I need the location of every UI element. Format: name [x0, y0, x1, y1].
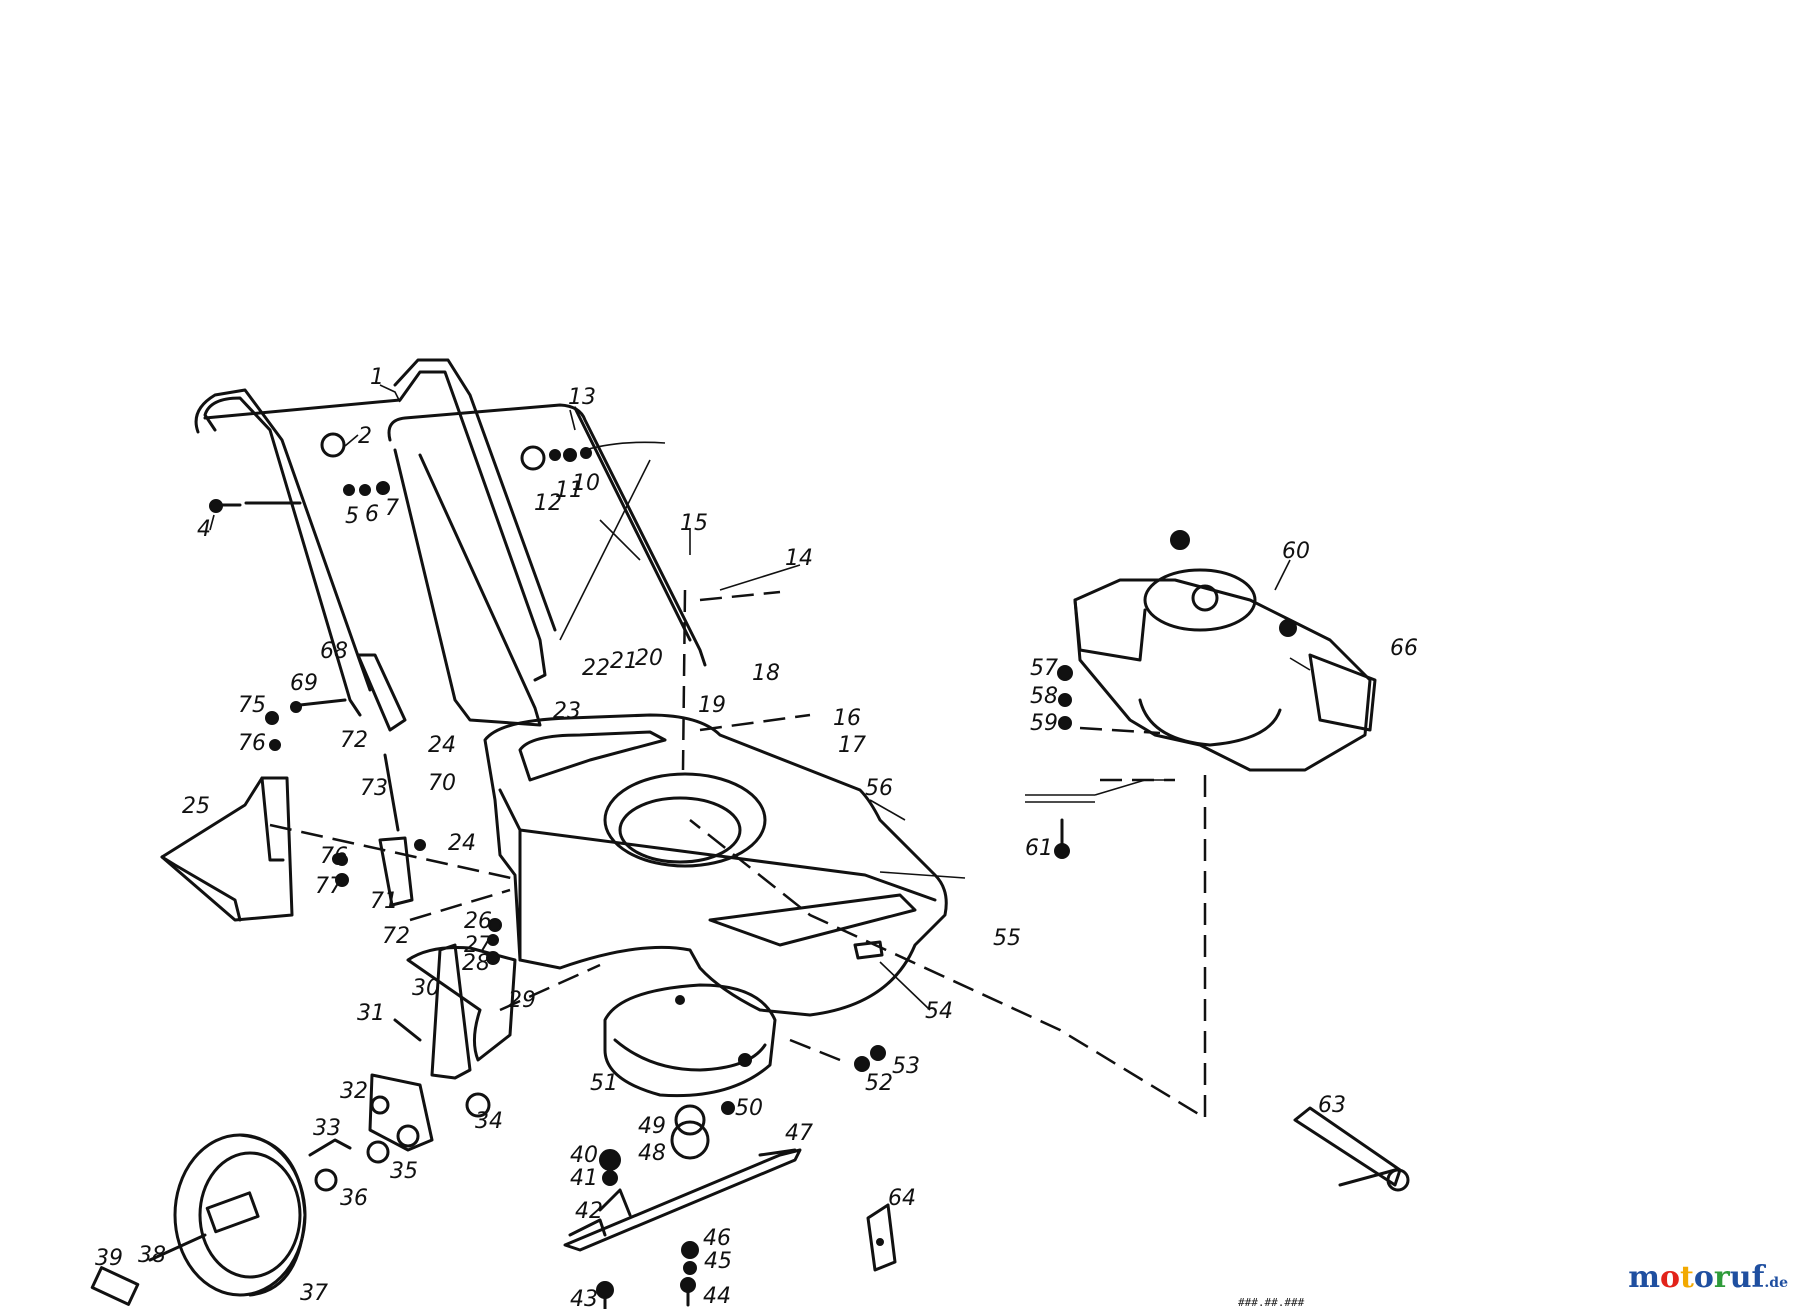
brand-suffix: .de: [1764, 1275, 1788, 1291]
part-label-40: 40: [570, 1143, 598, 1168]
part-label-11: 11: [555, 478, 583, 503]
discharge-flap: [160, 711, 349, 922]
part-label-72-lower: 72: [382, 924, 410, 949]
part-label-30: 30: [412, 976, 440, 1001]
accessories: [866, 1106, 1410, 1272]
height-adjust-assembly: [290, 653, 517, 1192]
part-label-63: 63: [1318, 1093, 1346, 1118]
assembly-lines: [269, 589, 1207, 1121]
part-label-4: 4: [197, 517, 211, 542]
part-label-73: 73: [360, 776, 388, 801]
part-label-10: 10: [572, 471, 600, 496]
part-label-5: 5: [345, 504, 359, 529]
part-label-47: 47: [785, 1121, 813, 1146]
part-label-41: 41: [570, 1166, 598, 1191]
part-label-27: 27: [464, 933, 492, 958]
part-label-22: 22: [582, 656, 610, 681]
part-label-52: 52: [865, 1071, 893, 1096]
part-label-18: 18: [752, 661, 780, 686]
part-label-33: 33: [313, 1116, 341, 1141]
part-label-24-lower: 24: [448, 831, 476, 856]
part-label-26: 26: [464, 909, 492, 934]
leader-lines: [209, 384, 1311, 1011]
part-label-15: 15: [680, 511, 708, 536]
part-label-37: 37: [300, 1281, 328, 1306]
part-label-61: 61: [1025, 836, 1053, 861]
part-label-76-lower: 76: [320, 844, 348, 869]
part-label-56: 56: [865, 776, 893, 801]
part-label-58: 58: [1030, 684, 1058, 709]
part-label-39: 39: [95, 1246, 123, 1271]
part-label-53: 53: [892, 1054, 920, 1079]
part-label-46: 46: [703, 1226, 731, 1251]
brand-logo: motoruf.de: [1628, 1260, 1788, 1295]
part-label-51: 51: [590, 1071, 618, 1096]
part-label-16: 16: [833, 706, 861, 731]
part-label-77: 77: [315, 874, 343, 899]
part-label-1: 1: [370, 365, 384, 390]
part-label-13: 13: [568, 385, 596, 410]
part-label-20: 20: [635, 646, 663, 671]
part-label-48: 48: [638, 1141, 666, 1166]
part-label-66: 66: [1390, 636, 1418, 661]
part-labels: 1 2 4 5 6 7 10 11 12 13 14 15 16 17 18 1…: [95, 365, 1418, 1309]
part-label-31: 31: [357, 1001, 385, 1026]
part-label-60: 60: [1282, 539, 1310, 564]
part-label-38: 38: [138, 1243, 166, 1268]
brand-letter: o: [1693, 1260, 1714, 1295]
part-label-32: 32: [340, 1079, 368, 1104]
part-label-57: 57: [1030, 656, 1058, 681]
part-label-43: 43: [570, 1287, 598, 1309]
part-label-36: 36: [340, 1186, 368, 1211]
part-label-35: 35: [390, 1159, 418, 1184]
part-label-64: 64: [888, 1186, 916, 1211]
part-label-45: 45: [704, 1249, 732, 1274]
part-label-2: 2: [358, 424, 372, 449]
handle-assembly: [194, 358, 707, 727]
blade-assembly: [563, 1101, 802, 1309]
part-label-21: 21: [610, 649, 638, 674]
part-label-17: 17: [838, 733, 866, 758]
part-label-49: 49: [638, 1114, 666, 1139]
part-label-42: 42: [575, 1199, 603, 1224]
brand-letter: u: [1729, 1260, 1752, 1295]
part-label-76-upper: 76: [238, 731, 266, 756]
part-label-59: 59: [1030, 711, 1058, 736]
part-label-23: 23: [553, 699, 581, 724]
brand-letter: o: [1660, 1260, 1681, 1295]
part-label-7: 7: [385, 496, 399, 521]
part-label-25: 25: [182, 794, 210, 819]
part-label-12: 12: [534, 491, 562, 516]
part-label-50: 50: [735, 1096, 763, 1121]
part-label-24-upper: 24: [428, 733, 456, 758]
engine: [1025, 530, 1377, 859]
brand-letter: m: [1628, 1260, 1660, 1295]
part-label-29: 29: [508, 988, 536, 1013]
drawing-reference-code: ###.##.###: [1238, 1296, 1305, 1309]
brand-letter: t: [1680, 1260, 1694, 1295]
brand-letter: r: [1713, 1260, 1730, 1295]
part-label-54: 54: [925, 999, 953, 1024]
part-label-70: 70: [428, 771, 456, 796]
part-label-28: 28: [462, 951, 490, 976]
part-label-71: 71: [370, 889, 398, 914]
part-label-34: 34: [475, 1109, 503, 1134]
part-label-75: 75: [238, 693, 266, 718]
wheel: [90, 1133, 307, 1306]
brand-letter: f: [1751, 1260, 1765, 1295]
part-label-14: 14: [785, 546, 813, 571]
part-label-55: 55: [993, 926, 1021, 951]
part-label-6: 6: [365, 502, 379, 527]
part-label-69: 69: [290, 671, 318, 696]
part-label-44: 44: [703, 1284, 731, 1309]
part-label-72-upper: 72: [340, 728, 368, 753]
part-label-68: 68: [320, 639, 348, 664]
part-label-19: 19: [698, 693, 726, 718]
mower-deck: [483, 713, 948, 1098]
